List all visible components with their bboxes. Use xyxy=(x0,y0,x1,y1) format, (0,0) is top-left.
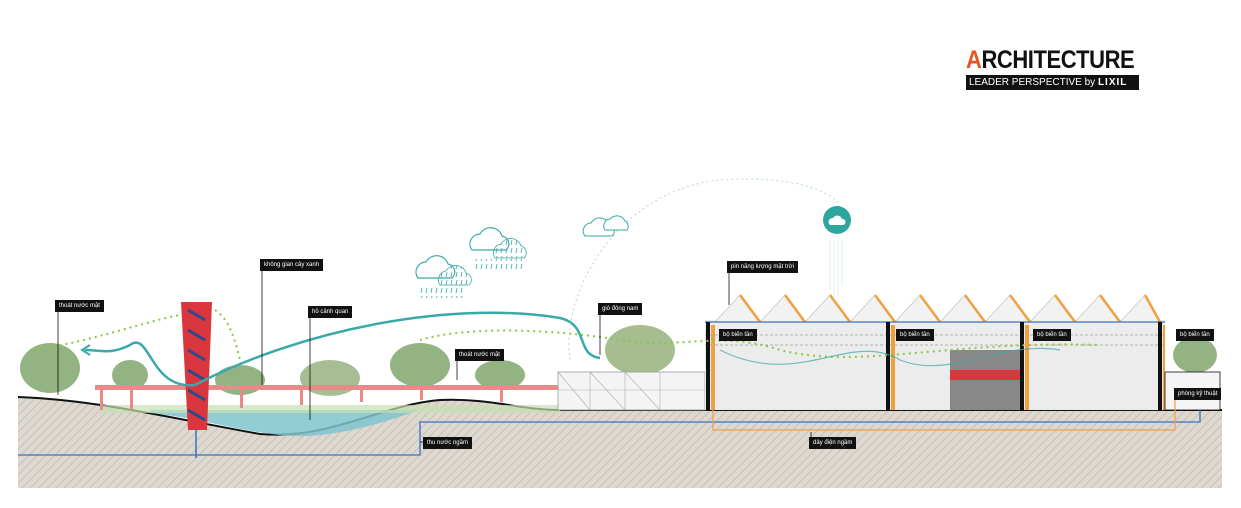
lake xyxy=(150,410,420,437)
wind-flow xyxy=(194,311,601,387)
label-southeast-wind: gió đông nam xyxy=(598,303,643,315)
label-surface-drain: thoát nước mặt xyxy=(455,349,504,361)
label-surface-drain: thoát nước mặt xyxy=(55,300,104,312)
underground-cable xyxy=(712,395,1176,431)
label-groundwater-collection: thu nước ngầm xyxy=(423,437,472,449)
label-underground-cable: dây điện ngầm xyxy=(809,437,857,449)
logo-subtitle: LEADER PERSPECTIVE by LIXIL xyxy=(966,75,1139,90)
bridge xyxy=(95,385,560,410)
weather-badge-icon xyxy=(823,206,851,300)
groundwater-pipe xyxy=(18,410,1201,456)
label-solar-panels: pin năng lượng mặt trời xyxy=(727,261,798,273)
label-inverter: bộ biến tần xyxy=(896,329,934,341)
label-green-space: không gian cây xanh xyxy=(260,259,324,271)
label-inverter: bộ biến tần xyxy=(719,329,757,341)
factory-building xyxy=(705,294,1221,411)
logo-title: ARCHITECTURE xyxy=(966,46,1135,74)
ground xyxy=(18,397,1222,490)
rain-cloud-icon xyxy=(469,227,527,271)
breeze-flow xyxy=(29,309,1101,361)
leader-lines xyxy=(57,268,812,443)
label-inverter: bộ biến tần xyxy=(1033,329,1071,341)
architecture-logo: ARCHITECTURE LEADER PERSPECTIVE by LIXIL xyxy=(966,47,1139,90)
label-inverter: bộ biến tần xyxy=(1176,329,1214,341)
greenhouse xyxy=(557,371,706,411)
tower xyxy=(181,302,212,458)
label-landscape-lake: hồ cảnh quan xyxy=(308,306,353,318)
cloud-icon xyxy=(582,215,629,237)
label-technical-room: phòng kỹ thuật xyxy=(1174,388,1222,400)
rain-cloud-icon xyxy=(415,255,472,298)
